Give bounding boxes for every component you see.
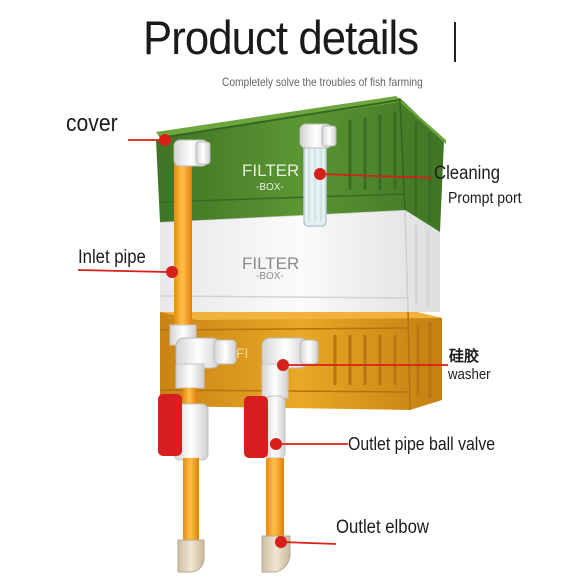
top-tier-sublabel: -BOX- [256, 182, 284, 193]
callout-washer: washer [448, 366, 491, 383]
inlet-pipe [169, 139, 211, 346]
callout-cleaning: Cleaning [434, 163, 500, 184]
middle-tier-label: FILTER [242, 254, 299, 273]
callout-cover: cover [66, 110, 118, 137]
page-subtitle: Completely solve the troubles of fish fa… [222, 75, 423, 89]
callout-prompt-port: Prompt port [448, 190, 522, 207]
title-bar-mark [454, 22, 456, 62]
middle-tier-sublabel: -BOX- [256, 271, 284, 282]
callout-lines [77, 139, 448, 545]
callout-silicone: 硅胶 [449, 347, 480, 365]
page-title: Product details [143, 11, 419, 64]
top-tier-label: FILTER [242, 161, 299, 180]
top-tier [156, 96, 446, 232]
cleaning-port [299, 123, 337, 227]
bottom-tier-label: FI [236, 345, 248, 361]
outlet-assembly-left [158, 337, 237, 573]
callout-outlet-elbow: Outlet elbow [336, 517, 429, 538]
callout-outlet-valve: Outlet pipe ball valve [348, 434, 496, 454]
middle-tier [159, 209, 440, 313]
callout-dots [159, 134, 326, 548]
callout-inlet-pipe: Inlet pipe [78, 247, 146, 268]
